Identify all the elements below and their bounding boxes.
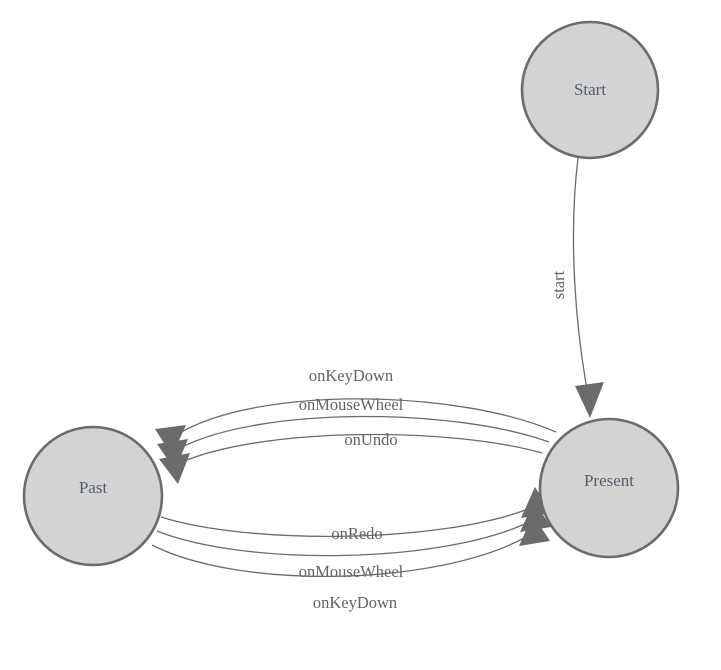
edge-redo[interactable]: onRedo	[160, 487, 552, 543]
node-start-circle	[520, 20, 660, 160]
node-start[interactable]: Start	[520, 20, 660, 160]
edge-keydown-undo-path	[177, 398, 557, 435]
edge-undo-label: onUndo	[344, 430, 397, 449]
edge-undo-path	[181, 433, 543, 463]
edge-start-path	[572, 157, 589, 396]
edge-redo-label: onRedo	[331, 524, 382, 543]
edge-start[interactable]: start	[549, 157, 604, 418]
edge-start-arrowhead	[575, 382, 604, 418]
edge-keydown-redo[interactable]: onKeyDown	[151, 515, 550, 612]
node-present-circle	[538, 417, 680, 559]
edge-wheel-redo-arrowhead	[520, 501, 551, 532]
edge-keydown-redo-label: onKeyDown	[313, 593, 397, 612]
node-start-label: Start	[574, 80, 606, 99]
edge-undo[interactable]: onUndo	[159, 430, 543, 484]
edge-wheel-redo-label: onMouseWheel	[299, 562, 404, 581]
edge-undo-arrowhead	[159, 453, 190, 484]
edge-keydown-redo-arrowhead	[519, 515, 550, 546]
edge-keydown-undo[interactable]: onKeyDown	[155, 366, 557, 456]
node-present-label: Present	[584, 471, 634, 490]
node-past-label: Past	[79, 478, 108, 497]
edge-redo-path	[160, 508, 529, 538]
edge-start-label: start	[549, 270, 568, 299]
node-present[interactable]: Present	[538, 417, 680, 559]
node-past-circle	[22, 425, 164, 567]
edge-group: start onKeyDown onMouseWheel onUndo	[151, 157, 604, 612]
node-group: Start Past Present	[22, 20, 680, 567]
edge-wheel-undo[interactable]: onMouseWheel	[157, 395, 550, 470]
edge-keydown-redo-path	[151, 536, 527, 577]
edge-keydown-undo-label: onKeyDown	[309, 366, 393, 385]
node-past[interactable]: Past	[22, 425, 164, 567]
edge-wheel-redo-path	[156, 522, 528, 557]
edge-wheel-undo-path	[179, 415, 550, 449]
edge-wheel-undo-label: onMouseWheel	[299, 395, 404, 414]
edge-wheel-undo-arrowhead	[157, 439, 188, 470]
edge-keydown-undo-arrowhead	[155, 425, 186, 456]
